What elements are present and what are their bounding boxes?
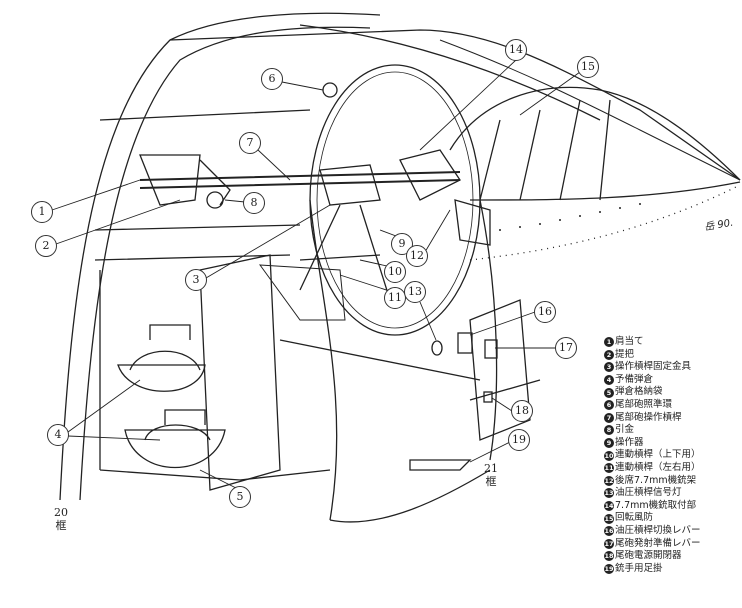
- callout-13: 13: [404, 281, 426, 303]
- legend-number-badge: 6: [604, 400, 614, 411]
- callout-15: 15: [577, 56, 599, 78]
- legend-number-badge: 1: [604, 337, 614, 348]
- legend-label: 尾部砲操作槓桿: [615, 411, 682, 423]
- legend-number-badge: 16: [604, 526, 614, 537]
- frame-20-outline: [59, 12, 381, 501]
- legend-number-badge: 8: [604, 425, 614, 436]
- legend-number-badge: 9: [604, 438, 614, 449]
- legend-label: 連動槓桿（上下用）: [615, 449, 701, 461]
- legend-label: 後席7.7mm機銃架: [615, 474, 697, 486]
- legend-number-badge: 14: [604, 501, 614, 512]
- callout-12: 12: [406, 245, 428, 267]
- callout-17: 17: [555, 337, 577, 359]
- callout-14: 14: [505, 39, 527, 61]
- callout-8: 8: [243, 192, 265, 214]
- legend-label: 弾倉格納袋: [615, 386, 663, 398]
- legend-label: 提把: [615, 348, 635, 360]
- magazine-bag-panel: [199, 254, 281, 491]
- spare-magazine-lower: [124, 424, 226, 469]
- legend-number-badge: 5: [604, 387, 614, 398]
- legend-label: 7.7mm機銃取付部: [615, 499, 697, 511]
- legend-number-badge: 3: [604, 362, 614, 373]
- callout-6: 6: [261, 68, 283, 90]
- legend-number-badge: 13: [604, 488, 614, 499]
- legend-label: 銃手用足掛: [615, 562, 663, 574]
- callout-11: 11: [384, 287, 406, 309]
- legend-label: 油圧槓桿切換レバー: [615, 524, 701, 536]
- operating-lever: [139, 171, 461, 189]
- legend-label: 操作器: [615, 436, 644, 448]
- callout-19: 19: [508, 429, 530, 451]
- foot-rest: [409, 459, 472, 471]
- spare-magazine-upper: [117, 350, 206, 392]
- legend-number-badge: 17: [604, 538, 614, 549]
- callout-4: 4: [47, 424, 69, 446]
- callout-16: 16: [534, 301, 556, 323]
- legend-number-badge: 10: [604, 450, 614, 461]
- legend-label: 肩当て: [615, 336, 644, 347]
- legend-number-badge: 2: [604, 349, 614, 360]
- callout-5: 5: [229, 486, 251, 508]
- frame-20-kanji: 框: [55, 519, 67, 532]
- legend-label: 引金: [615, 424, 635, 436]
- callout-1: 1: [31, 201, 53, 223]
- callout-3: 3: [185, 269, 207, 291]
- callout-2: 2: [35, 235, 57, 257]
- legend-number-badge: 4: [604, 375, 614, 386]
- callout-7: 7: [239, 132, 261, 154]
- legend-number-badge: 18: [604, 551, 614, 562]
- legend-label: 予備弾倉: [615, 373, 654, 385]
- frame-21-kanji: 框: [485, 475, 497, 488]
- rotating-canopy: [449, 86, 741, 181]
- legend-number-badge: 19: [604, 563, 614, 574]
- gun-mount: [399, 149, 461, 201]
- legend-number-badge: 15: [604, 513, 614, 524]
- legend-label: 尾砲電源開閉器: [615, 550, 682, 562]
- callout-10: 10: [384, 261, 406, 283]
- sight-ring: [322, 82, 338, 98]
- legend-label: 回転風防: [615, 512, 654, 524]
- legend-label: 尾部砲照準環: [615, 398, 673, 410]
- legend-number-badge: 11: [604, 463, 614, 474]
- side-panel: [469, 299, 531, 441]
- legend-label: 操作槓桿固定金具: [615, 361, 692, 373]
- legend-label: 油圧槓桿信号灯: [615, 487, 682, 499]
- legend-label: 連動槓桿（左右用）: [615, 461, 701, 473]
- frame-20-number: 20: [54, 506, 68, 519]
- frame-21-number: 21: [484, 462, 498, 475]
- legend-label: 尾砲発射準備レバー: [615, 537, 701, 549]
- legend-number-badge: 7: [604, 412, 614, 423]
- callout-18: 18: [511, 400, 533, 422]
- legend-number-badge: 12: [604, 475, 614, 486]
